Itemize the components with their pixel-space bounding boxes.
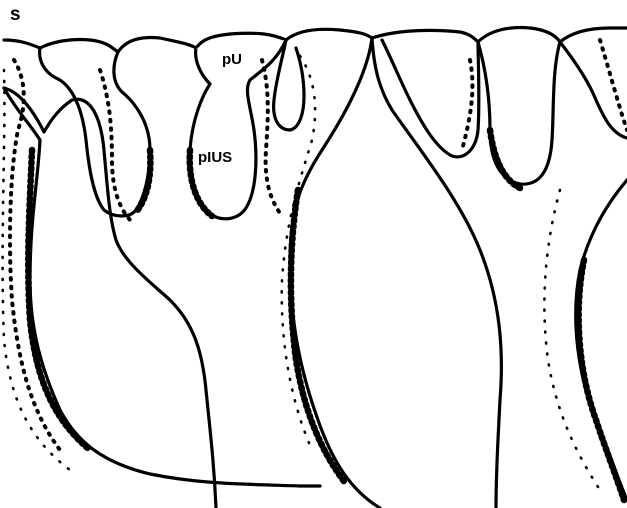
stipple-right-lower — [579, 260, 624, 500]
stipple-pU-right — [262, 60, 282, 216]
right-body-inner — [372, 38, 501, 508]
crypt-right-1 — [382, 40, 479, 157]
stipple-right-crypt — [462, 60, 472, 150]
tissue-outline-main — [4, 28, 627, 52]
label-pIUS: pIUS — [198, 149, 232, 166]
crypt-right-3 — [560, 42, 627, 138]
stipple-crypt-left — [136, 150, 150, 212]
right-edge-outline — [576, 180, 627, 500]
corner-label: s — [10, 4, 21, 25]
label-pU: pU — [222, 51, 242, 68]
left-crypt-wall — [4, 88, 216, 508]
stipple-right-crypt-2 — [490, 130, 520, 188]
stipple-right-body — [291, 190, 346, 484]
left-body-outline — [4, 88, 320, 486]
inner-crypt-left — [40, 48, 150, 216]
crypt-right-2 — [478, 42, 560, 184]
